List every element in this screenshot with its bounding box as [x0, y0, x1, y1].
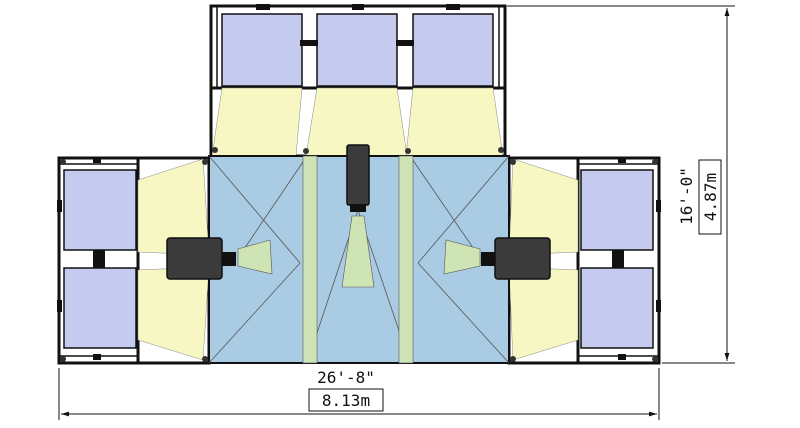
width-imperial-label: 26'-8"	[317, 368, 375, 387]
width-metric-label: 8.13m	[322, 391, 370, 410]
height-metric-label: 4.87m	[701, 173, 720, 221]
height-imperial-label: 16'-0"	[677, 167, 696, 225]
camera-left	[166, 237, 236, 280]
left-light-panel-top	[63, 169, 137, 251]
floor-band-right	[398, 155, 414, 364]
lens-beam-center	[341, 215, 375, 288]
right-light-panel-bottom	[580, 267, 654, 349]
lens-beam-right	[443, 239, 481, 275]
top-light-panel-right	[412, 13, 494, 87]
camera-top	[346, 144, 370, 212]
top-light-panel-left	[221, 13, 303, 87]
lens-beam-left	[237, 239, 273, 275]
floor-band-left	[302, 155, 318, 364]
width-metric-box	[308, 388, 384, 412]
top-light-cone-left	[211, 87, 303, 157]
top-light-frame	[209, 4, 507, 158]
top-light-cone-right	[405, 87, 504, 157]
height-metric-box	[698, 159, 722, 235]
width-dimension: 26'-8" 8.13m	[58, 368, 660, 420]
height-dimension: 16'-0" 4.87m	[507, 5, 735, 364]
camera-right	[481, 237, 551, 280]
left-light-panel-bottom	[63, 267, 137, 349]
top-light-panel-center	[316, 13, 398, 87]
corner-posts	[60, 147, 658, 362]
right-light-panel-top	[580, 169, 654, 251]
